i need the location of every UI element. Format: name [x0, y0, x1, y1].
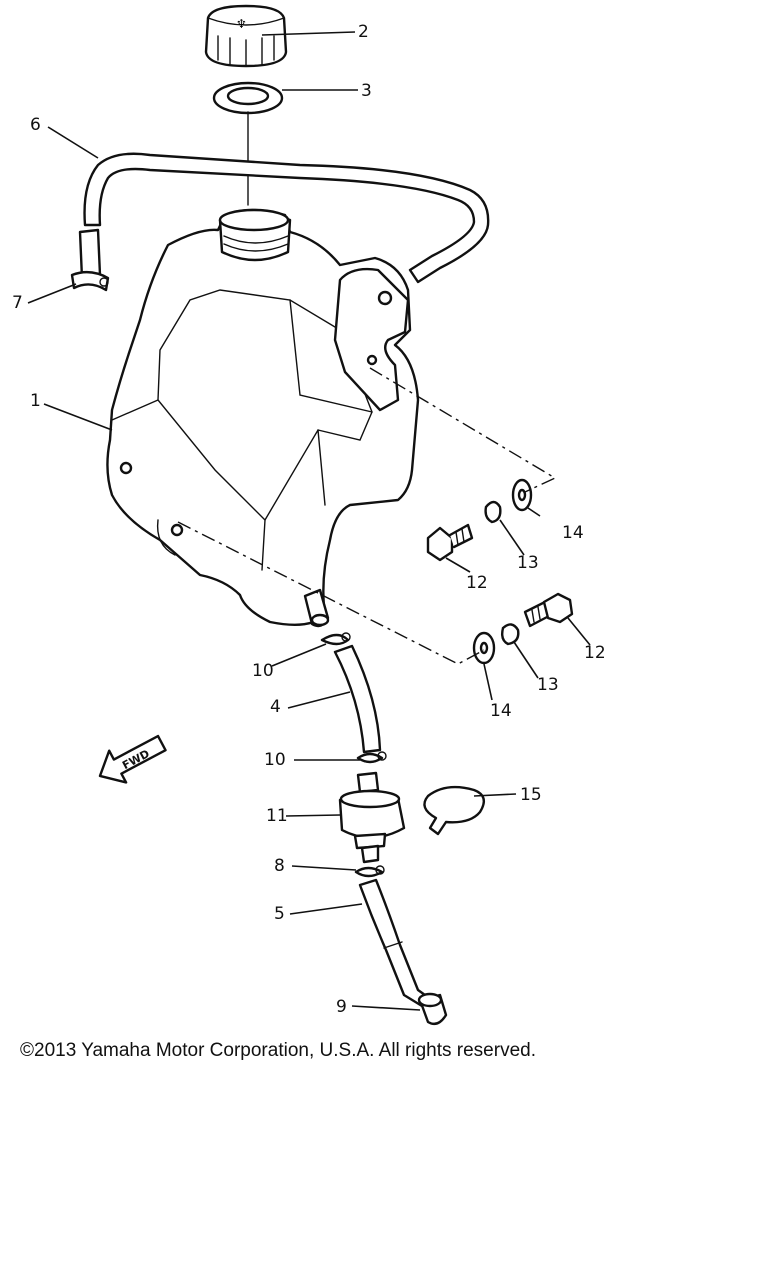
lock-washer-upper	[484, 500, 502, 524]
lock-washer-lower	[500, 623, 520, 646]
hose-clip-8	[354, 865, 385, 878]
hose-end-clip	[70, 228, 110, 292]
svg-text:♆: ♆	[236, 17, 247, 31]
callout-9: 9	[336, 997, 347, 1017]
hose-clip-lower	[356, 751, 387, 764]
bolt-upper	[426, 523, 474, 562]
fuel-filter	[338, 771, 406, 864]
fuel-tank-exploded-diagram: ♆	[12, 4, 606, 1026]
callout-15: 15	[520, 785, 542, 805]
hose-clip-upper	[320, 632, 351, 646]
washer-lower	[472, 631, 496, 665]
fuel-hose-lower	[358, 878, 434, 1008]
callout-11: 11	[266, 806, 288, 826]
filter-clamp	[423, 785, 486, 836]
callout-4: 4	[270, 697, 281, 717]
cap-gasket	[212, 81, 284, 115]
breather-hose	[83, 152, 490, 284]
callout-14b: 14	[490, 701, 512, 721]
forward-direction-arrow: FWD	[98, 734, 167, 784]
callout-13a: 13	[517, 553, 539, 573]
callout-8: 8	[274, 856, 285, 876]
callout-3: 3	[361, 81, 372, 101]
callout-1: 1	[30, 391, 41, 411]
bolt-lower	[523, 592, 574, 628]
callout-12a: 12	[466, 573, 488, 593]
callout-10a: 10	[252, 661, 274, 681]
copyright-notice: ©2013 Yamaha Motor Corporation, U.S.A. A…	[20, 1040, 536, 1061]
callout-12b: 12	[584, 643, 606, 663]
callout-2: 2	[358, 22, 369, 42]
fuel-tank	[106, 208, 420, 628]
callout-5: 5	[274, 904, 285, 924]
callout-10b: 10	[264, 750, 286, 770]
callout-7: 7	[12, 293, 23, 313]
tank-cap: ♆	[204, 4, 288, 68]
callout-14a: 14	[562, 523, 584, 543]
hose-end-cap	[417, 992, 448, 1026]
fuel-hose-upper	[333, 644, 382, 754]
washer-upper	[511, 478, 533, 512]
callout-6: 6	[30, 115, 41, 135]
callout-13b: 13	[537, 675, 559, 695]
